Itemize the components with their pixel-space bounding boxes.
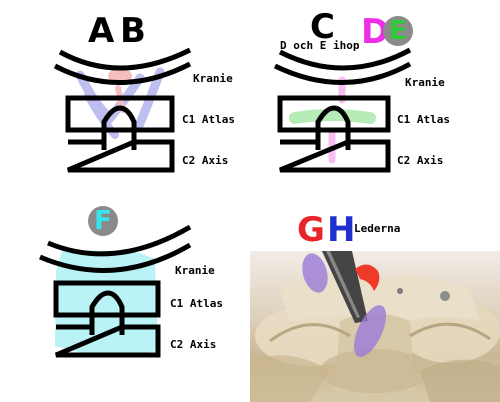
skull-arc-outer [278, 47, 412, 71]
panel-cde-diagram: C D E D och E ihop Kranie C1 Atlas C2 Ax… [250, 0, 500, 201]
label-kranie: Kranie [405, 76, 445, 89]
label-lederna: Lederna [354, 222, 401, 235]
atlas-outline [65, 95, 175, 133]
label-letter-f-circle: F [88, 206, 118, 236]
label-letter-b: B [120, 11, 146, 51]
atlas-outline [277, 95, 391, 133]
axis-outline [55, 324, 161, 358]
label-letter-c: C [310, 7, 335, 47]
label-letter-f: F [94, 206, 112, 236]
dens-outline [89, 290, 125, 335]
cde-diagram-drawing [273, 47, 412, 173]
label-c2-axis: C2 Axis [182, 154, 229, 167]
dens-outline [101, 105, 137, 150]
panel-ab-diagram: A B Kranie C1 Atlas C2 Axis [0, 0, 250, 201]
label-c2-axis: C2 Axis [397, 154, 444, 167]
spine-model-illustration [250, 251, 500, 402]
axis-outline [279, 139, 391, 173]
dens-outline [315, 105, 351, 150]
label-c1-atlas: C1 Atlas [397, 113, 450, 126]
label-c1-atlas: C1 Atlas [170, 297, 223, 310]
skull-arc-inner [39, 242, 192, 273]
label-kranie: Kranie [175, 264, 215, 277]
label-letter-g: G [297, 210, 325, 250]
atlas-outline [53, 280, 161, 318]
label-c2-axis: C2 Axis [170, 338, 217, 351]
skull-arc-outer [47, 224, 192, 257]
label-d-och-e-ihop: D och E ihop [280, 39, 360, 52]
axis-outline [67, 139, 175, 173]
label-c1-atlas: C1 Atlas [182, 113, 235, 126]
ab-diagram-drawing [53, 47, 192, 173]
panel-f-diagram: F Kranie C1 Atlas C2 Axis [0, 201, 250, 402]
label-kranie: Kranie [193, 72, 233, 85]
f-diagram-drawing [39, 224, 192, 358]
label-letter-e-circle: E [383, 16, 413, 46]
skull-arc-inner [53, 61, 192, 85]
spine-model-photo [250, 251, 500, 402]
skull-arc-inner [273, 61, 412, 85]
skull-arc-outer [58, 47, 192, 71]
label-letter-h: H [327, 210, 356, 250]
panel-gh-photo: G H Lederna [250, 201, 500, 402]
label-letter-a: A [88, 11, 115, 51]
label-letter-e: E [389, 16, 407, 46]
